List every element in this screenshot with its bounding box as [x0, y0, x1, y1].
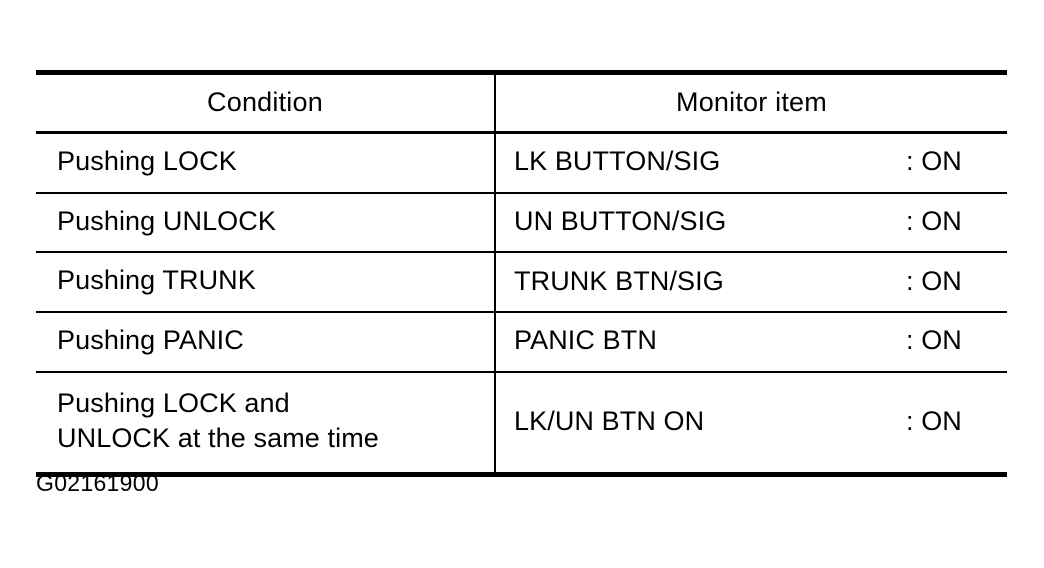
monitor-item-value: : ON: [906, 405, 962, 436]
cell-monitor-item: LK/UN BTN ON : ON: [495, 371, 1007, 477]
monitor-item-row: UN BUTTON/SIG : ON: [514, 205, 1007, 238]
column-header-condition: Condition: [36, 70, 496, 134]
monitor-item-name: PANIC BTN: [514, 325, 657, 356]
cell-condition: Pushing LOCK: [36, 132, 496, 194]
cell-condition: Pushing UNLOCK: [36, 192, 496, 254]
spec-table-container: Condition Monitor item Pushing LOCK LK BU…: [36, 70, 1007, 477]
cell-condition: Pushing TRUNK: [36, 252, 496, 313]
table-row: Pushing LOCK LK BUTTON/SIG : ON: [36, 132, 1007, 194]
cell-monitor-item: UN BUTTON/SIG : ON: [495, 192, 1007, 254]
cell-monitor-item: PANIC BTN : ON: [495, 311, 1007, 373]
monitor-item-row: LK BUTTON/SIG : ON: [514, 145, 1007, 178]
condition-line: Pushing PANIC: [57, 324, 244, 355]
monitor-item-value: : ON: [906, 205, 962, 236]
monitor-item-name: LK BUTTON/SIG: [514, 146, 721, 177]
table-row: Pushing TRUNK TRUNK BTN/SIG : ON: [36, 252, 1007, 313]
monitor-item-table: Condition Monitor item Pushing LOCK LK BU…: [36, 70, 1007, 477]
condition-line: Pushing LOCK and: [57, 387, 290, 418]
cell-monitor-item: TRUNK BTN/SIG : ON: [495, 252, 1007, 313]
monitor-item-value: : ON: [906, 146, 962, 177]
condition-line: Pushing LOCK: [57, 146, 237, 176]
monitor-item-value: : ON: [906, 325, 962, 356]
cell-monitor-item: LK BUTTON/SIG : ON: [495, 132, 1007, 194]
condition-line: Pushing UNLOCK: [57, 205, 276, 236]
table-header: Condition Monitor item: [36, 70, 1007, 134]
condition-line: UNLOCK at the same time: [57, 423, 379, 454]
cell-condition: Pushing PANIC: [36, 311, 496, 373]
table-row: Pushing UNLOCK UN BUTTON/SIG : ON: [36, 192, 1007, 254]
monitor-item-name: LK/UN BTN ON: [514, 405, 705, 436]
monitor-item-name: TRUNK BTN/SIG: [514, 265, 724, 296]
column-header-monitor-item: Monitor item: [495, 70, 1007, 134]
monitor-item-row: PANIC BTN : ON: [514, 324, 1007, 357]
monitor-item-name: UN BUTTON/SIG: [514, 205, 727, 236]
condition-line: Pushing TRUNK: [57, 265, 256, 296]
table-row: Pushing PANIC PANIC BTN : ON: [36, 311, 1007, 373]
table-header-row: Condition Monitor item: [36, 70, 1007, 134]
monitor-item-row: LK/UN BTN ON : ON: [514, 405, 1007, 438]
figure-caption: G02161900: [36, 470, 159, 496]
monitor-item-value: : ON: [906, 265, 962, 296]
monitor-item-row: TRUNK BTN/SIG : ON: [514, 265, 1007, 298]
